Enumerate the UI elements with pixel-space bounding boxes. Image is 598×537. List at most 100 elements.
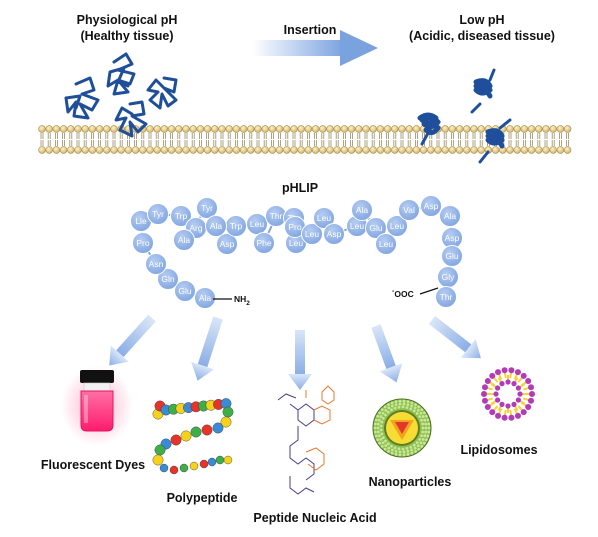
- lipid-head: [463, 125, 471, 133]
- lipid-head: [275, 125, 284, 133]
- bead: [180, 430, 192, 442]
- lipid-head: [81, 146, 89, 154]
- lipid-head: [527, 146, 536, 154]
- lipid-head: [514, 369, 521, 376]
- lipid-head: [511, 401, 517, 407]
- lipid-head: [131, 146, 140, 154]
- lipid-head: [45, 146, 53, 154]
- lipid-head: [369, 125, 377, 133]
- residue-label: Glu: [445, 251, 459, 261]
- lipid-head: [505, 379, 511, 385]
- lipid-head: [455, 125, 464, 133]
- lipid-head: [520, 146, 529, 154]
- residue: Trp: [225, 215, 247, 237]
- lipid-head: [527, 125, 536, 133]
- lipid-head: [189, 125, 197, 133]
- residue: Ala: [351, 199, 373, 221]
- lipid-head: [369, 146, 377, 154]
- lipid-head: [515, 385, 521, 391]
- lipid-head: [495, 412, 502, 419]
- lipid-head: [232, 125, 241, 133]
- lipid-head: [383, 146, 392, 154]
- residue-label: Gln: [161, 274, 175, 284]
- lipid-head: [211, 125, 219, 133]
- residue: Thr: [435, 286, 457, 308]
- lipid-head: [268, 125, 277, 133]
- lipid-head: [508, 367, 515, 374]
- lipid-head: [491, 146, 500, 154]
- lipid-head: [484, 403, 491, 410]
- fluorescent-dyes-label: Fluorescent Dyes: [40, 458, 146, 472]
- lipid-head: [513, 146, 521, 154]
- lipid-head: [405, 125, 413, 133]
- residue-label: Leu: [390, 221, 404, 231]
- lipid-head: [340, 146, 349, 154]
- residue: Leu: [313, 207, 335, 229]
- lipid-head: [347, 146, 356, 154]
- lipid-head: [124, 146, 133, 154]
- bead: [220, 416, 232, 428]
- lipid-head: [525, 378, 532, 385]
- pna-structure: [277, 385, 335, 495]
- lipid-head: [319, 146, 327, 154]
- lipid-head: [427, 146, 435, 154]
- lipid-head: [103, 125, 111, 133]
- lipid-head: [196, 146, 205, 154]
- lipid-head: [495, 369, 502, 376]
- lipid-head: [297, 125, 305, 133]
- residue: Phe: [253, 232, 275, 254]
- conjugation-arrows: [109, 314, 481, 390]
- residue-label: Pro: [288, 222, 302, 232]
- lipid-head: [311, 146, 320, 154]
- lipid-head: [311, 125, 320, 133]
- pna-label: Peptide Nucleic Acid: [253, 511, 377, 525]
- lipid-head: [529, 391, 535, 397]
- lipid-head: [376, 125, 385, 133]
- lipid-head: [38, 146, 46, 154]
- residue: Leu: [246, 213, 268, 235]
- residue: Thr: [265, 205, 287, 227]
- lipid-head: [175, 146, 183, 154]
- lipid-head: [391, 146, 399, 154]
- lipid-head: [340, 125, 349, 133]
- residue-label: Leu: [379, 239, 393, 249]
- residue: Asn: [145, 253, 167, 275]
- lipid-head: [398, 146, 406, 154]
- lipid-head: [481, 391, 487, 397]
- residue: Leu: [301, 223, 323, 245]
- bead: [207, 457, 217, 467]
- lipid-head: [153, 125, 161, 133]
- residue-label: Ala: [178, 235, 191, 245]
- lipid-head: [88, 146, 97, 154]
- lipid-head: [333, 146, 341, 154]
- lipid-head: [52, 125, 61, 133]
- residue: Gly: [437, 266, 459, 288]
- lipid-head: [110, 146, 118, 154]
- lipid-head: [160, 125, 169, 133]
- low-ph-title: Low pH: [459, 13, 505, 27]
- lipid-head: [297, 146, 305, 154]
- lipid-head: [167, 125, 176, 133]
- lipidosomes-label: Lipidosomes: [460, 443, 538, 457]
- lipid-head: [283, 125, 291, 133]
- lipid-head: [514, 412, 521, 419]
- residue-label: Asp: [424, 201, 439, 211]
- lipid-head: [218, 125, 226, 133]
- residue-label: Asp: [220, 239, 235, 249]
- residue: Leu: [375, 233, 397, 255]
- lipid-head: [275, 146, 284, 154]
- lipid-head: [268, 146, 277, 154]
- lipid-head: [495, 385, 501, 391]
- fluorescent-dye-vial: [61, 366, 133, 446]
- residue-label: Glu: [369, 223, 383, 233]
- residue: Asp: [420, 195, 442, 217]
- residue-label: Ala: [356, 205, 369, 215]
- lipid-head: [513, 125, 521, 133]
- lipid-head: [103, 146, 111, 154]
- lipid-head: [290, 146, 298, 154]
- lipid-head: [38, 125, 46, 133]
- residue: Gln: [157, 268, 179, 290]
- lipid-head: [160, 146, 169, 154]
- low-ph-label: Low pH (Acidic, diseased tissue): [392, 12, 572, 44]
